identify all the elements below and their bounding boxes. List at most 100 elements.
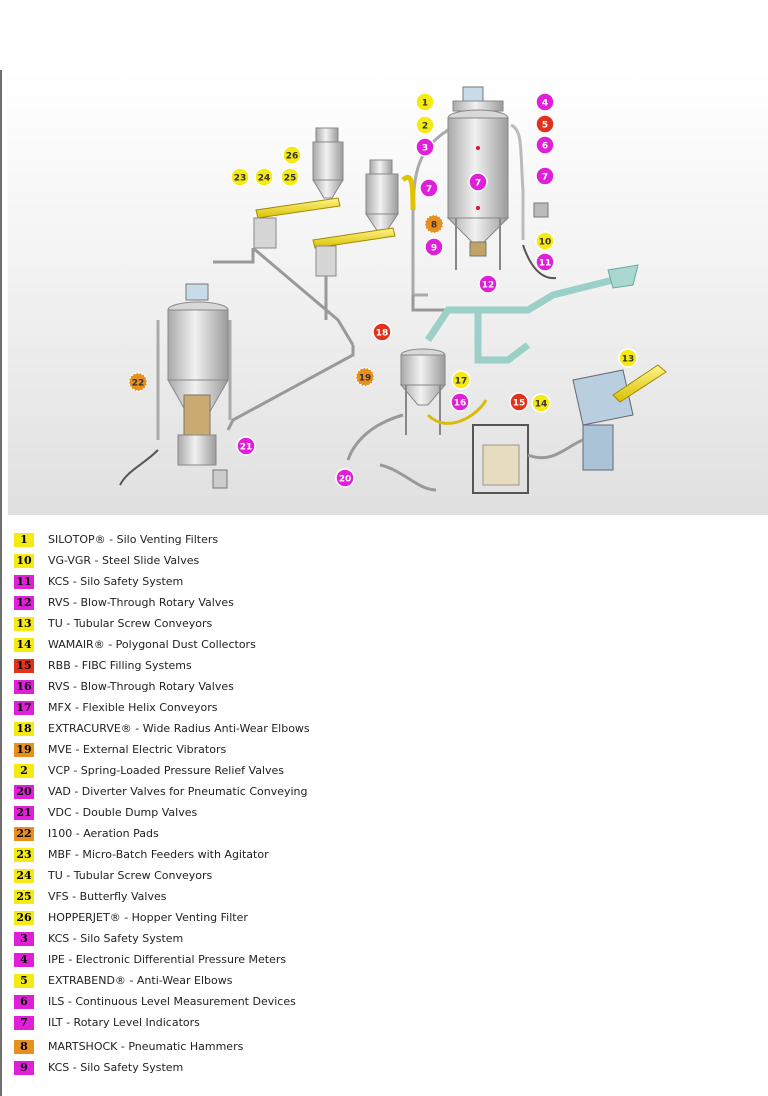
callout-marker-21: 21 [236,436,256,456]
callout-marker-label: 7 [426,185,432,195]
legend-number-badge: 15 [14,658,34,673]
legend-item-label: KCS - Silo Safety System [48,575,184,588]
legend-item-label: HOPPERJET® - Hopper Venting Filter [48,911,248,924]
callout-marker-label: 4 [542,99,548,109]
legend-number-badge: 5 [14,973,34,988]
callout-marker-label: 15 [513,399,526,409]
legend-number-badge: 9 [14,1060,34,1075]
legend-item-label: TU - Tubular Screw Conveyors [48,617,213,630]
left-border-rule [0,70,2,1096]
callout-marker-label: 12 [482,281,495,291]
callout-marker-9: 9 [424,237,444,257]
legend-number-badge: 7 [14,1015,34,1030]
center-hopper [346,348,488,492]
plant-diagram-artwork [119,86,667,494]
legend-item-label: EXTRABEND® - Anti-Wear Elbows [48,974,233,987]
legend-item-label: SILOTOP® - Silo Venting Filters [48,533,219,546]
legend-number-badge: 20 [14,784,34,799]
callout-marker-2: 2 [415,115,435,135]
callout-marker-7: 7 [419,178,439,198]
callout-marker-label: 8 [431,221,437,231]
legend-number-badge: 2 [14,763,34,778]
callout-marker-label: 14 [535,400,548,410]
callout-marker-label: 24 [258,174,271,184]
legend-number-badge: 8 [14,1039,34,1054]
legend-number-badge: 18 [14,721,34,736]
legend-number-badge: 14 [14,637,34,652]
legend-item-7: 7 ILT - Rotary Level Indicators [14,1012,754,1033]
legend-item-label: VG-VGR - Steel Slide Valves [48,554,200,567]
legend-item-label: MVE - External Electric Vibrators [48,743,227,756]
legend-number-badge: 13 [14,616,34,631]
legend-item-label: ILT - Rotary Level Indicators [48,1016,200,1029]
callout-marker-23: 23 [230,167,250,187]
callout-marker-label: 5 [542,121,548,131]
legend-item-label: MFX - Flexible Helix Conveyors [48,701,218,714]
legend-item-2: 2 VCP - Spring-Loaded Pressure Relief Val… [14,760,754,781]
callout-marker-7: 7 [535,166,555,186]
callout-marker-label: 9 [431,244,437,254]
legend-item-5: 5 EXTRABEND® - Anti-Wear Elbows [14,970,754,991]
legend-item-10: 10 VG-VGR - Steel Slide Valves [14,550,754,571]
callout-marker-label: 11 [539,259,552,269]
callout-marker-8: 8 [424,214,444,234]
callout-marker-label: 1 [422,99,428,109]
callout-marker-label: 6 [542,142,548,152]
legend-item-label: WAMAIR® - Polygonal Dust Collectors [48,638,256,651]
main-silo [411,86,557,297]
legend-item-label: KCS - Silo Safety System [48,932,184,945]
legend-number-badge: 26 [14,910,34,925]
callout-marker-3: 3 [415,137,435,157]
fibc-and-dust-collector [472,364,667,494]
legend-item-11: 11 KCS - Silo Safety System [14,571,754,592]
callout-marker-6: 6 [535,135,555,155]
callout-marker-13: 13 [618,348,638,368]
legend-number-badge: 11 [14,574,34,589]
legend-number-badge: 10 [14,553,34,568]
legend-item-6: 6 ILS - Continuous Level Measurement Devi… [14,991,754,1012]
legend-item-3: 3 KCS - Silo Safety System [14,928,754,949]
legend-item-13: 13 TU - Tubular Screw Conveyors [14,613,754,634]
callout-marker-10: 10 [535,231,555,251]
callout-marker-20: 20 [335,468,355,488]
callout-marker-label: 2 [422,122,428,132]
callout-marker-label: 19 [359,374,372,384]
callout-marker-25: 25 [280,167,300,187]
legend-number-badge: 6 [14,994,34,1009]
callout-marker-label: 18 [376,329,389,339]
callout-marker-label: 17 [455,377,468,387]
callout-marker-24: 24 [254,167,274,187]
callout-marker-label: 21 [240,443,253,453]
callout-marker-label: 7 [542,173,548,183]
callout-marker-4: 4 [535,92,555,112]
legend-item-label: VCP - Spring-Loaded Pressure Relief Valv… [48,764,285,777]
legend-item-label: VAD - Diverter Valves for Pneumatic Conv… [48,785,308,798]
callout-marker-17: 17 [451,370,471,390]
legend-item-label: KCS - Silo Safety System [48,1061,184,1074]
callout-marker-label: 3 [422,144,428,154]
callout-marker-18: 18 [372,322,392,342]
legend-item-label: VDC - Double Dump Valves [48,806,198,819]
legend-item-label: RVS - Blow-Through Rotary Valves [48,596,234,609]
legend-item-label: I100 - Aeration Pads [48,827,159,840]
legend-number-badge: 3 [14,931,34,946]
legend-item-label: ILS - Continuous Level Measurement Devic… [48,995,296,1008]
left-silo [119,283,232,489]
callout-marker-1: 1 [415,92,435,112]
callout-marker-7: 7 [468,172,488,192]
callout-marker-26: 26 [282,145,302,165]
